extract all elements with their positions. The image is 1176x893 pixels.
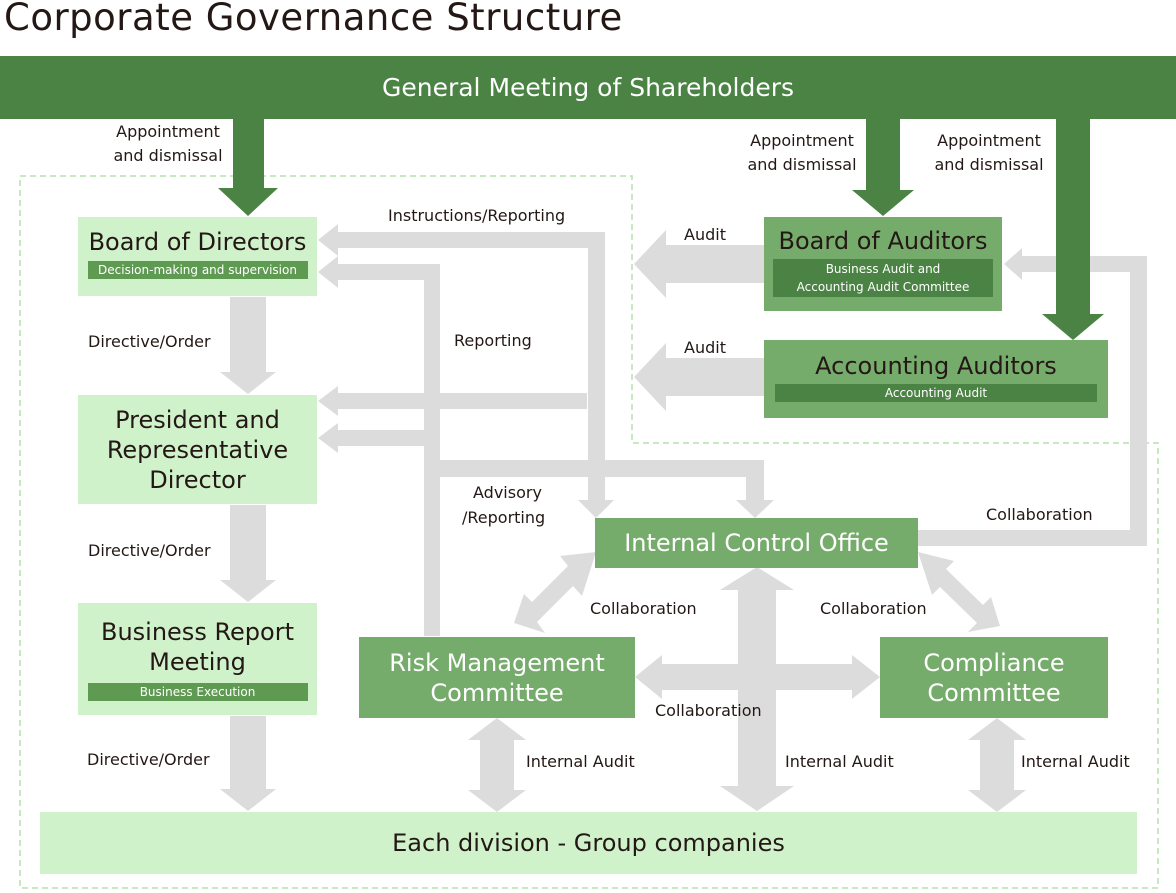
internal-control-office-box: Internal Control Office bbox=[595, 518, 918, 568]
advisory-label-line2: /Reporting bbox=[462, 508, 546, 527]
instructions-reporting-label: Instructions/Reporting bbox=[388, 206, 566, 225]
appointment-label-bod: Appointment and dismissal bbox=[113, 122, 223, 165]
president-box: President and Representative Director bbox=[78, 395, 317, 504]
president-line3: Director bbox=[149, 465, 246, 494]
arrow-appoint-boa bbox=[852, 118, 914, 216]
arrow-audit-aa bbox=[634, 343, 764, 411]
group-boundary bbox=[19, 175, 1159, 889]
appointment-label-aa: Appointment and dismissal bbox=[934, 131, 1044, 174]
president-line2: Representative bbox=[106, 435, 289, 464]
business-report-meeting-box: Business Report Meeting Business Executi… bbox=[78, 603, 317, 715]
arrow-internal-audit-risk bbox=[468, 718, 526, 812]
reporting-label: Reporting bbox=[454, 331, 532, 350]
compliance-line1: Compliance bbox=[923, 648, 1065, 677]
accounting-auditors-title: Accounting Auditors bbox=[815, 351, 1057, 380]
risk-line2: Committee bbox=[430, 678, 564, 707]
arrow-president-ico bbox=[318, 423, 424, 453]
risk-management-box: Risk Management Committee bbox=[359, 637, 635, 718]
arrow-to-president-1 bbox=[318, 386, 587, 416]
collaboration-label-comp: Collaboration bbox=[820, 599, 927, 618]
risk-line1: Risk Management bbox=[389, 648, 605, 677]
appointment-arrows bbox=[218, 118, 1104, 340]
divisions-label: Each division - Group companies bbox=[392, 828, 785, 857]
board-of-directors-title: Board of Directors bbox=[88, 228, 307, 257]
boa-sub-line1: Business Audit and bbox=[825, 262, 941, 277]
board-of-directors-box: Board of Directors Decision-making and s… bbox=[78, 217, 317, 296]
arrow-audit-boa bbox=[634, 230, 764, 298]
brm-sub: Business Execution bbox=[87, 683, 308, 701]
collaboration-label-horizontal: Collaboration bbox=[655, 701, 762, 720]
arrow-ico-divisions bbox=[720, 567, 794, 811]
internal-control-office-label: Internal Control Office bbox=[624, 528, 889, 557]
arrow-internal-audit-comp bbox=[968, 718, 1026, 812]
arrow-appoint-aa bbox=[1042, 118, 1104, 340]
brm-line1: Business Report bbox=[100, 618, 295, 646]
shareholders-meeting-box: General Meeting of Shareholders bbox=[0, 56, 1176, 119]
divisions-box: Each division - Group companies bbox=[40, 812, 1137, 874]
compliance-line2: Committee bbox=[927, 678, 1061, 707]
arrow-bod-to-president bbox=[220, 297, 276, 394]
internal-audit-label-comp: Internal Audit bbox=[1021, 752, 1130, 771]
page-title: Corporate Governance Structure bbox=[4, 0, 623, 39]
directive-order-label-2: Directive/Order bbox=[88, 541, 211, 560]
arrow-reporting-risk bbox=[318, 256, 440, 636]
audit-label-boa: Audit bbox=[684, 225, 726, 244]
president-line1: President and bbox=[115, 405, 280, 434]
arrow-appoint-bod bbox=[218, 118, 278, 216]
internal-audit-label-risk: Internal Audit bbox=[526, 752, 635, 771]
arrow-collab-ico-comp bbox=[918, 552, 1000, 632]
arrow-ico-top bbox=[424, 460, 774, 518]
directive-order-label-3: Directive/Order bbox=[87, 750, 210, 769]
advisory-label-line1: Advisory bbox=[473, 483, 542, 502]
compliance-box: Compliance Committee bbox=[880, 637, 1108, 718]
collaboration-label-boa: Collaboration bbox=[986, 505, 1093, 524]
brm-line2: Meeting bbox=[149, 648, 246, 676]
appointment-label-boa: Appointment and dismissal bbox=[747, 131, 857, 174]
arrow-collab-ico-risk bbox=[514, 552, 596, 633]
arrow-brm-to-divisions bbox=[220, 716, 276, 811]
audit-label-aa: Audit bbox=[684, 338, 726, 357]
accounting-auditors-box: Accounting Auditors Accounting Audit bbox=[764, 340, 1108, 418]
boa-sub-line2: Accounting Audit Committee bbox=[796, 280, 970, 295]
shareholders-meeting-label: General Meeting of Shareholders bbox=[381, 73, 795, 102]
directive-order-label-1: Directive/Order bbox=[88, 332, 211, 351]
accounting-auditors-sub: Accounting Audit bbox=[775, 384, 1097, 403]
gray-arrows bbox=[220, 224, 1147, 812]
board-of-directors-sub: Decision-making and supervision bbox=[87, 260, 308, 279]
collaboration-label-risk: Collaboration bbox=[590, 599, 697, 618]
board-of-auditors-title: Board of Auditors bbox=[778, 226, 988, 255]
arrow-president-to-brm bbox=[220, 505, 276, 602]
board-of-auditors-box: Board of Auditors Business Audit and Acc… bbox=[764, 217, 1002, 311]
internal-audit-label-ico: Internal Audit bbox=[785, 752, 894, 771]
